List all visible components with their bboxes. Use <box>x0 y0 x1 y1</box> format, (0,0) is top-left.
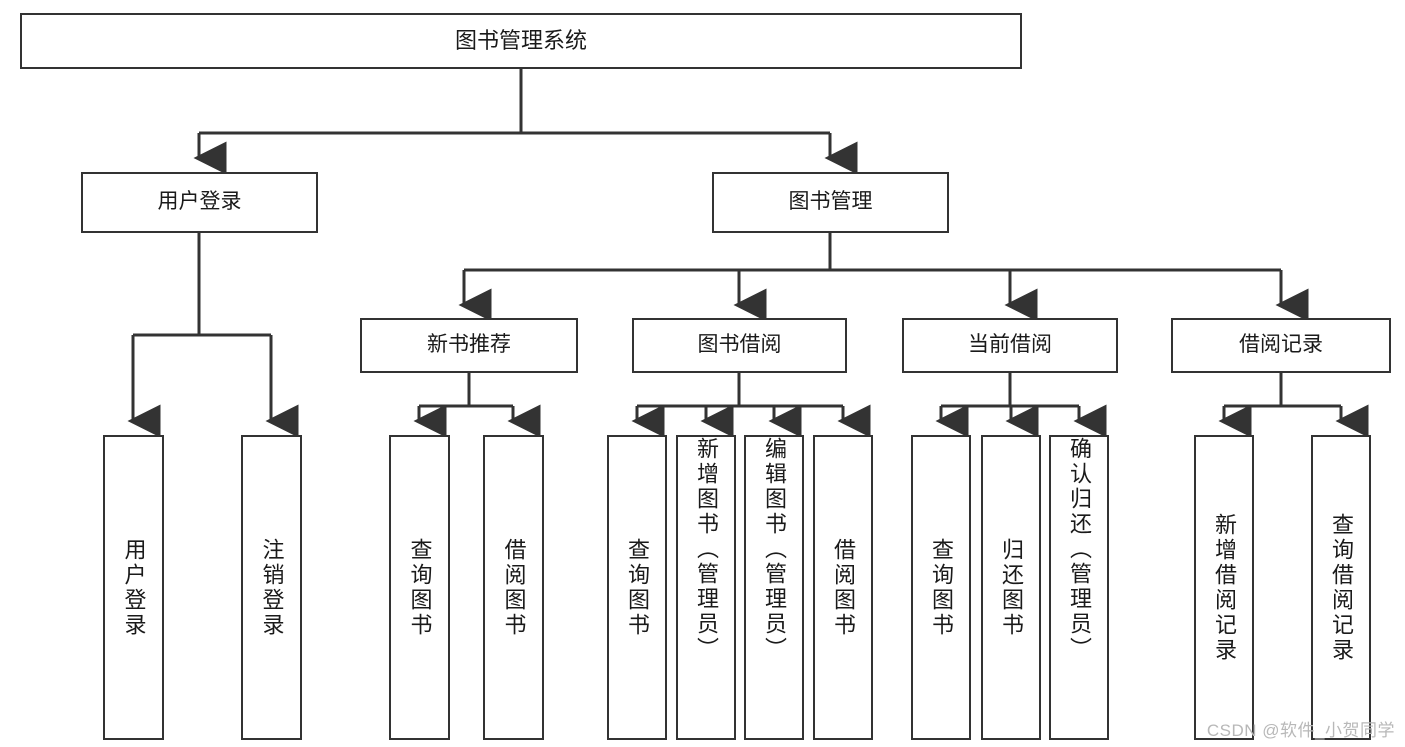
node-label: 新书推荐 <box>427 333 511 357</box>
node-root-system[interactable]: 图书管理系统 <box>20 13 1022 69</box>
node-label: 用户登录 <box>121 537 147 638</box>
node-leaf-return-book[interactable]: 归还图书 <box>981 435 1041 740</box>
node-leaf-borrow-book-2[interactable]: 借阅图书 <box>813 435 873 740</box>
node-book-manage[interactable]: 图书管理 <box>712 172 949 233</box>
node-leaf-edit-book[interactable]: 编辑图书（管理员） <box>744 435 804 740</box>
node-leaf-query-book-1[interactable]: 查询图书 <box>389 435 450 740</box>
node-label: 借阅图书 <box>501 537 527 638</box>
node-label: 新增图书（管理员） <box>694 437 719 662</box>
node-leaf-query-book-2[interactable]: 查询图书 <box>607 435 667 740</box>
node-label: 确认归还（管理员） <box>1067 437 1092 662</box>
node-leaf-add-record[interactable]: 新增借阅记录 <box>1194 435 1254 740</box>
node-leaf-user-login[interactable]: 用户登录 <box>103 435 164 740</box>
node-label: 借阅图书 <box>831 537 856 638</box>
node-leaf-query-book-3[interactable]: 查询图书 <box>911 435 971 740</box>
node-label: 图书管理系统 <box>454 28 587 54</box>
node-user-login[interactable]: 用户登录 <box>81 172 318 233</box>
node-label: 图书管理 <box>788 190 873 214</box>
node-label: 查询图书 <box>407 537 433 638</box>
node-label: 注销登录 <box>259 537 285 638</box>
node-leaf-confirm-return[interactable]: 确认归还（管理员） <box>1049 435 1109 740</box>
node-leaf-logout[interactable]: 注销登录 <box>241 435 302 740</box>
node-label: 查询借阅记录 <box>1329 512 1354 663</box>
node-label: 新增借阅记录 <box>1212 512 1237 663</box>
node-leaf-borrow-book-1[interactable]: 借阅图书 <box>483 435 544 740</box>
node-new-book-recommend[interactable]: 新书推荐 <box>360 318 578 373</box>
node-leaf-query-record[interactable]: 查询借阅记录 <box>1311 435 1371 740</box>
node-label: 用户登录 <box>157 190 242 214</box>
watermark-text: CSDN @软件_小贺同学 <box>1206 721 1395 740</box>
node-label: 图书借阅 <box>697 333 782 357</box>
node-label: 查询图书 <box>929 537 954 638</box>
node-borrow-record[interactable]: 借阅记录 <box>1171 318 1391 373</box>
node-current-borrow[interactable]: 当前借阅 <box>902 318 1118 373</box>
node-label: 借阅记录 <box>1239 333 1323 357</box>
node-label: 归还图书 <box>999 537 1024 638</box>
node-label: 编辑图书（管理员） <box>762 437 787 662</box>
node-label: 当前借阅 <box>968 333 1052 357</box>
node-leaf-add-book[interactable]: 新增图书（管理员） <box>676 435 736 740</box>
node-book-borrow[interactable]: 图书借阅 <box>632 318 847 373</box>
node-label: 查询图书 <box>625 537 650 638</box>
